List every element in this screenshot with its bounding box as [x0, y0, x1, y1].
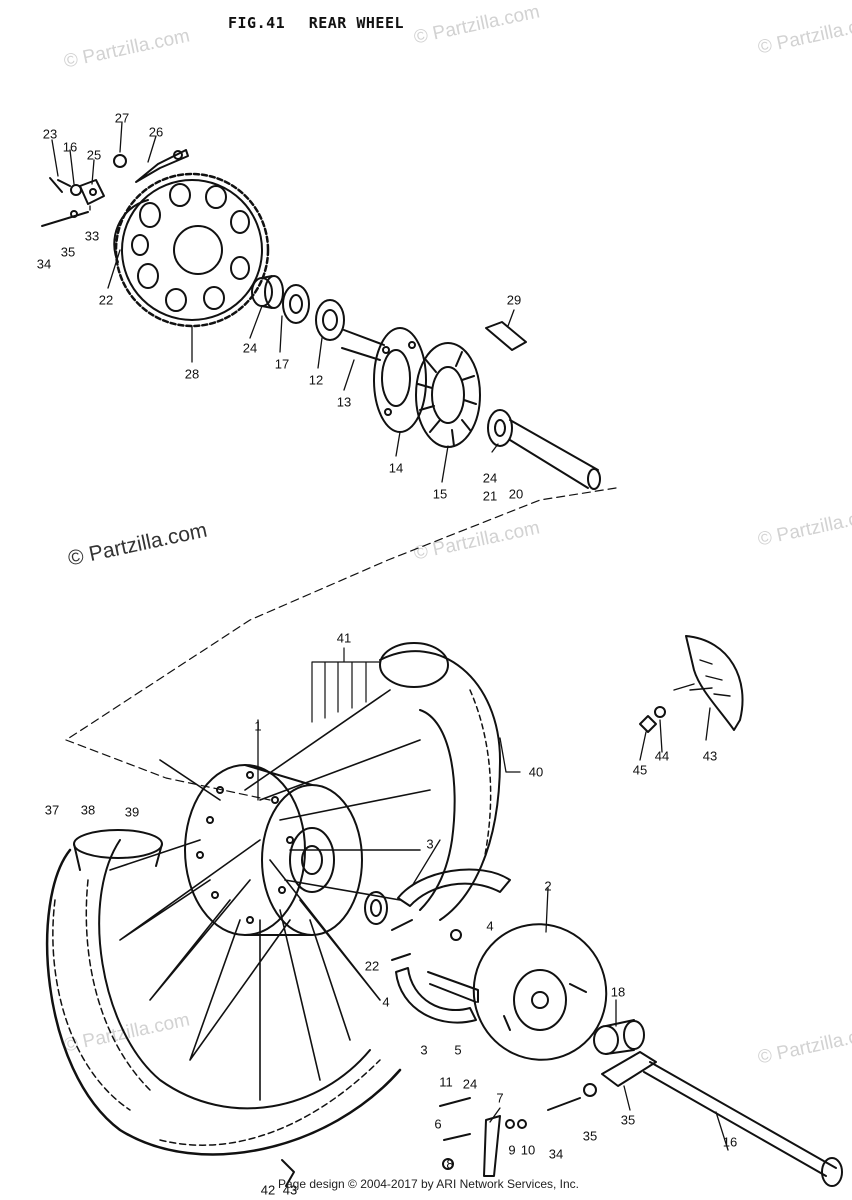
callout-label: 35 — [60, 244, 76, 260]
callout-label: 21 — [482, 488, 498, 504]
callout-label: 40 — [528, 764, 544, 780]
callout-label: 26 — [148, 124, 164, 140]
rear-axle — [643, 1061, 843, 1187]
assembly-line — [65, 487, 617, 801]
figure-number: FIG.41 — [228, 14, 286, 32]
callout-label: 25 — [86, 147, 102, 163]
inner-tube — [379, 650, 501, 921]
callout-label: 4 — [382, 994, 390, 1010]
callout-label: 20 — [508, 486, 524, 502]
callout-label: 16 — [62, 139, 78, 155]
callout-label: 4 — [486, 918, 494, 934]
brake-arm-parts — [281, 1097, 527, 1187]
callout-label: 13 — [336, 394, 352, 410]
brake-cam — [427, 971, 479, 1003]
hub-spacers — [251, 275, 345, 341]
callout-label: 24 — [482, 470, 498, 486]
callout-label: 16 — [722, 1134, 738, 1150]
callout-label: 14 — [388, 460, 404, 476]
callout-label: 22 — [98, 292, 114, 308]
callout-label: 27 — [114, 110, 130, 126]
brake-shoes — [391, 868, 511, 1024]
leader-lines — [51, 121, 729, 1151]
chain-adjuster — [601, 1051, 657, 1087]
callout-label: 22 — [364, 958, 380, 974]
callout-label: 1 — [254, 718, 262, 734]
callout-label: 42 — [260, 1182, 276, 1198]
valve-cap — [379, 642, 449, 688]
callout-label: 15 — [432, 486, 448, 502]
rear-sprocket — [114, 172, 270, 328]
callout-label: 12 — [308, 372, 324, 388]
callout-label: 6 — [434, 1116, 442, 1132]
callout-label: 23 — [42, 126, 58, 142]
callout-label: 17 — [274, 356, 290, 372]
callout-label: 39 — [124, 804, 140, 820]
callout-label: 44 — [654, 748, 670, 764]
bolt-lower — [547, 1097, 581, 1111]
callout-label: 11 — [439, 1074, 453, 1090]
callout-label: 5 — [454, 1042, 462, 1058]
callout-label: 29 — [506, 292, 522, 308]
callout-label: 38 — [80, 802, 96, 818]
callout-label: 3 — [426, 836, 434, 852]
callout-label: 24 — [242, 340, 258, 356]
page-footer: Page design © 2004-2017 by ARI Network S… — [278, 1177, 580, 1191]
axle-bearing — [487, 409, 601, 490]
callout-label: 34 — [36, 256, 52, 272]
figure-title: FIG.41 REAR WHEEL — [228, 14, 404, 32]
rear-tire — [45, 839, 402, 1156]
chain-guard — [639, 635, 744, 733]
washer — [583, 1083, 597, 1097]
callout-label: 41 — [336, 630, 352, 646]
callout-label: 8 — [446, 1156, 454, 1172]
callout-label: 33 — [84, 228, 100, 244]
sprocket-hardware — [41, 149, 189, 227]
callout-label: 35 — [620, 1112, 636, 1128]
callout-label: 43 — [702, 748, 718, 764]
callout-label: 10 — [520, 1142, 536, 1158]
callout-label: 24 — [462, 1076, 478, 1092]
callout-label: 45 — [632, 762, 648, 778]
callout-label: 34 — [548, 1146, 564, 1162]
brake-panel — [472, 923, 608, 1061]
callout-label: 28 — [184, 366, 200, 382]
callout-label: 18 — [610, 984, 626, 1000]
callout-label: 43 — [282, 1182, 298, 1198]
callout-label: 35 — [582, 1128, 598, 1144]
callout-label: 3 — [420, 1042, 428, 1058]
axle-spacer — [593, 1019, 645, 1055]
wheel-bearing — [364, 891, 388, 925]
spoke-guide — [311, 647, 381, 723]
wheel-spokes — [109, 689, 431, 1101]
drive-shaft — [341, 329, 385, 361]
callout-label: 37 — [44, 802, 60, 818]
callout-label: 2 — [544, 878, 552, 894]
figure-name: REAR WHEEL — [308, 14, 405, 32]
rim-band — [73, 829, 163, 871]
lock-ring — [113, 199, 149, 263]
bolt — [485, 321, 527, 351]
callout-label: 9 — [508, 1142, 516, 1158]
callout-label: 7 — [496, 1090, 504, 1106]
